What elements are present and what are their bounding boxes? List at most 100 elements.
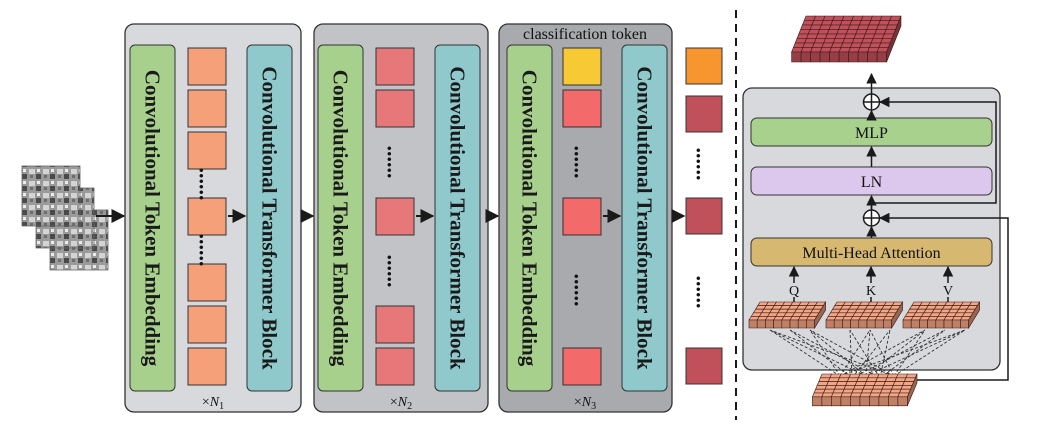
grid-cell	[789, 319, 799, 329]
key-feature-grid	[825, 300, 904, 330]
stage-3-transformer-label: Convolutional Transformer Block	[633, 66, 657, 370]
grid-cell	[800, 51, 811, 63]
grid-cell	[756, 319, 766, 329]
stage-2-ellipsis-lower: ......	[383, 255, 408, 288]
stage-1-token	[187, 347, 227, 386]
stage-1-token	[187, 263, 227, 302]
grid-cell	[876, 51, 887, 63]
stage-3-token	[562, 197, 602, 236]
q-label: Q	[789, 284, 799, 299]
grid-cell	[859, 396, 870, 407]
stage-3-token	[562, 89, 602, 128]
grid-cell	[968, 300, 980, 330]
input-image-1	[21, 165, 81, 227]
output-ellipsis-upper: ......	[692, 148, 717, 181]
projection-line	[849, 329, 853, 379]
projection-line	[865, 329, 926, 377]
projection-line	[865, 329, 871, 377]
stage-2-token	[375, 47, 415, 86]
grid-cell	[781, 319, 791, 329]
projection-line	[851, 329, 891, 379]
stage-1-transformer-label: Convolutional Transformer Block	[258, 66, 282, 370]
stage-3-embedding-label: Convolutional Token Embedding	[518, 70, 542, 367]
stage-2-token	[375, 305, 415, 344]
projection-line	[769, 329, 895, 377]
q-label-bg	[787, 283, 801, 297]
stage-1: Convolutional Token Embedding Convolutio…	[124, 23, 302, 413]
grid-cell	[951, 319, 961, 329]
mlp-label: MLP	[855, 125, 888, 142]
grid-cell	[919, 319, 928, 329]
grid-cell	[883, 319, 892, 329]
grid-cell	[848, 51, 859, 63]
stage-1-token	[187, 305, 227, 344]
projection-line	[809, 329, 841, 377]
grid-cell	[902, 319, 912, 329]
stage-1-token	[187, 131, 227, 170]
output-tokens: ...... ......	[685, 47, 723, 385]
residual-add-bottom	[862, 209, 881, 227]
stage-3-ellipsis-upper: ......	[570, 146, 595, 179]
projection-line	[839, 329, 926, 377]
grid-cell	[907, 373, 918, 406]
projection-line	[809, 329, 867, 377]
projection-line	[839, 329, 966, 377]
grid-cell	[833, 319, 843, 329]
grid-cell	[812, 396, 823, 407]
projection-line	[839, 329, 871, 377]
residual-path-lower	[878, 212, 1009, 381]
grid-cell	[888, 396, 899, 407]
grid-cell	[748, 319, 758, 329]
value-feature-grid	[902, 300, 981, 330]
grid-cell	[866, 319, 876, 329]
output-class-token	[685, 47, 723, 85]
grid-cell	[943, 319, 953, 329]
stage-3-repeat-label: ×N3	[574, 395, 596, 412]
projection-line	[865, 329, 966, 377]
stage-2: Convolutional Token Embedding Convolutio…	[313, 23, 489, 413]
input-feature-grid	[811, 373, 918, 407]
grid-cell	[831, 396, 842, 407]
projection-line	[769, 329, 841, 377]
grid-cell	[878, 396, 889, 407]
grid-cell	[819, 51, 830, 63]
grid-cell	[867, 51, 878, 63]
grid-cell	[897, 396, 908, 407]
projection-line	[893, 329, 926, 377]
output-ellipsis-lower: ......	[692, 276, 717, 309]
grid-cell	[910, 319, 920, 329]
transformer-block-detail: MLP LN Multi-Head Attention	[742, 15, 1009, 407]
stage-1-embedding-label: Convolutional Token Embedding	[141, 70, 165, 367]
output-token	[685, 197, 723, 235]
grid-cell	[838, 51, 849, 63]
grid-cell	[858, 319, 868, 329]
grid-cell	[891, 300, 903, 330]
stage-1-ellipsis-lower: ......	[195, 234, 220, 267]
v-label-bg	[941, 283, 955, 297]
grid-cell	[874, 319, 884, 329]
grid-cell	[886, 15, 902, 63]
stage-2-transformer-label: Convolutional Transformer Block	[446, 66, 470, 370]
stage-2-embedding-block	[317, 44, 364, 392]
grid-cell	[773, 319, 783, 329]
stage-2-token	[375, 347, 415, 386]
grid-cell	[810, 51, 821, 63]
stage-2-transformer-block	[434, 44, 481, 392]
grid-cell	[850, 319, 860, 329]
projection-line	[879, 329, 946, 379]
grid-cell	[765, 319, 774, 329]
stage-1-repeat-label: ×N1	[202, 395, 224, 412]
stage-1-token	[187, 89, 227, 128]
grid-cell	[927, 319, 937, 329]
stage-1-token	[187, 47, 227, 86]
projection-line	[809, 329, 895, 377]
output-token	[685, 95, 723, 133]
stage-2-ellipsis-upper: ......	[383, 146, 408, 179]
grid-cell	[829, 51, 840, 63]
stage-3-ellipsis-lower: ......	[570, 274, 595, 307]
ln-label: LN	[861, 174, 883, 191]
input-image-stack	[21, 165, 109, 271]
grid-cell	[797, 319, 807, 329]
convolutional-projection-lines	[769, 329, 966, 379]
stage-1-transformer-block	[246, 44, 293, 392]
